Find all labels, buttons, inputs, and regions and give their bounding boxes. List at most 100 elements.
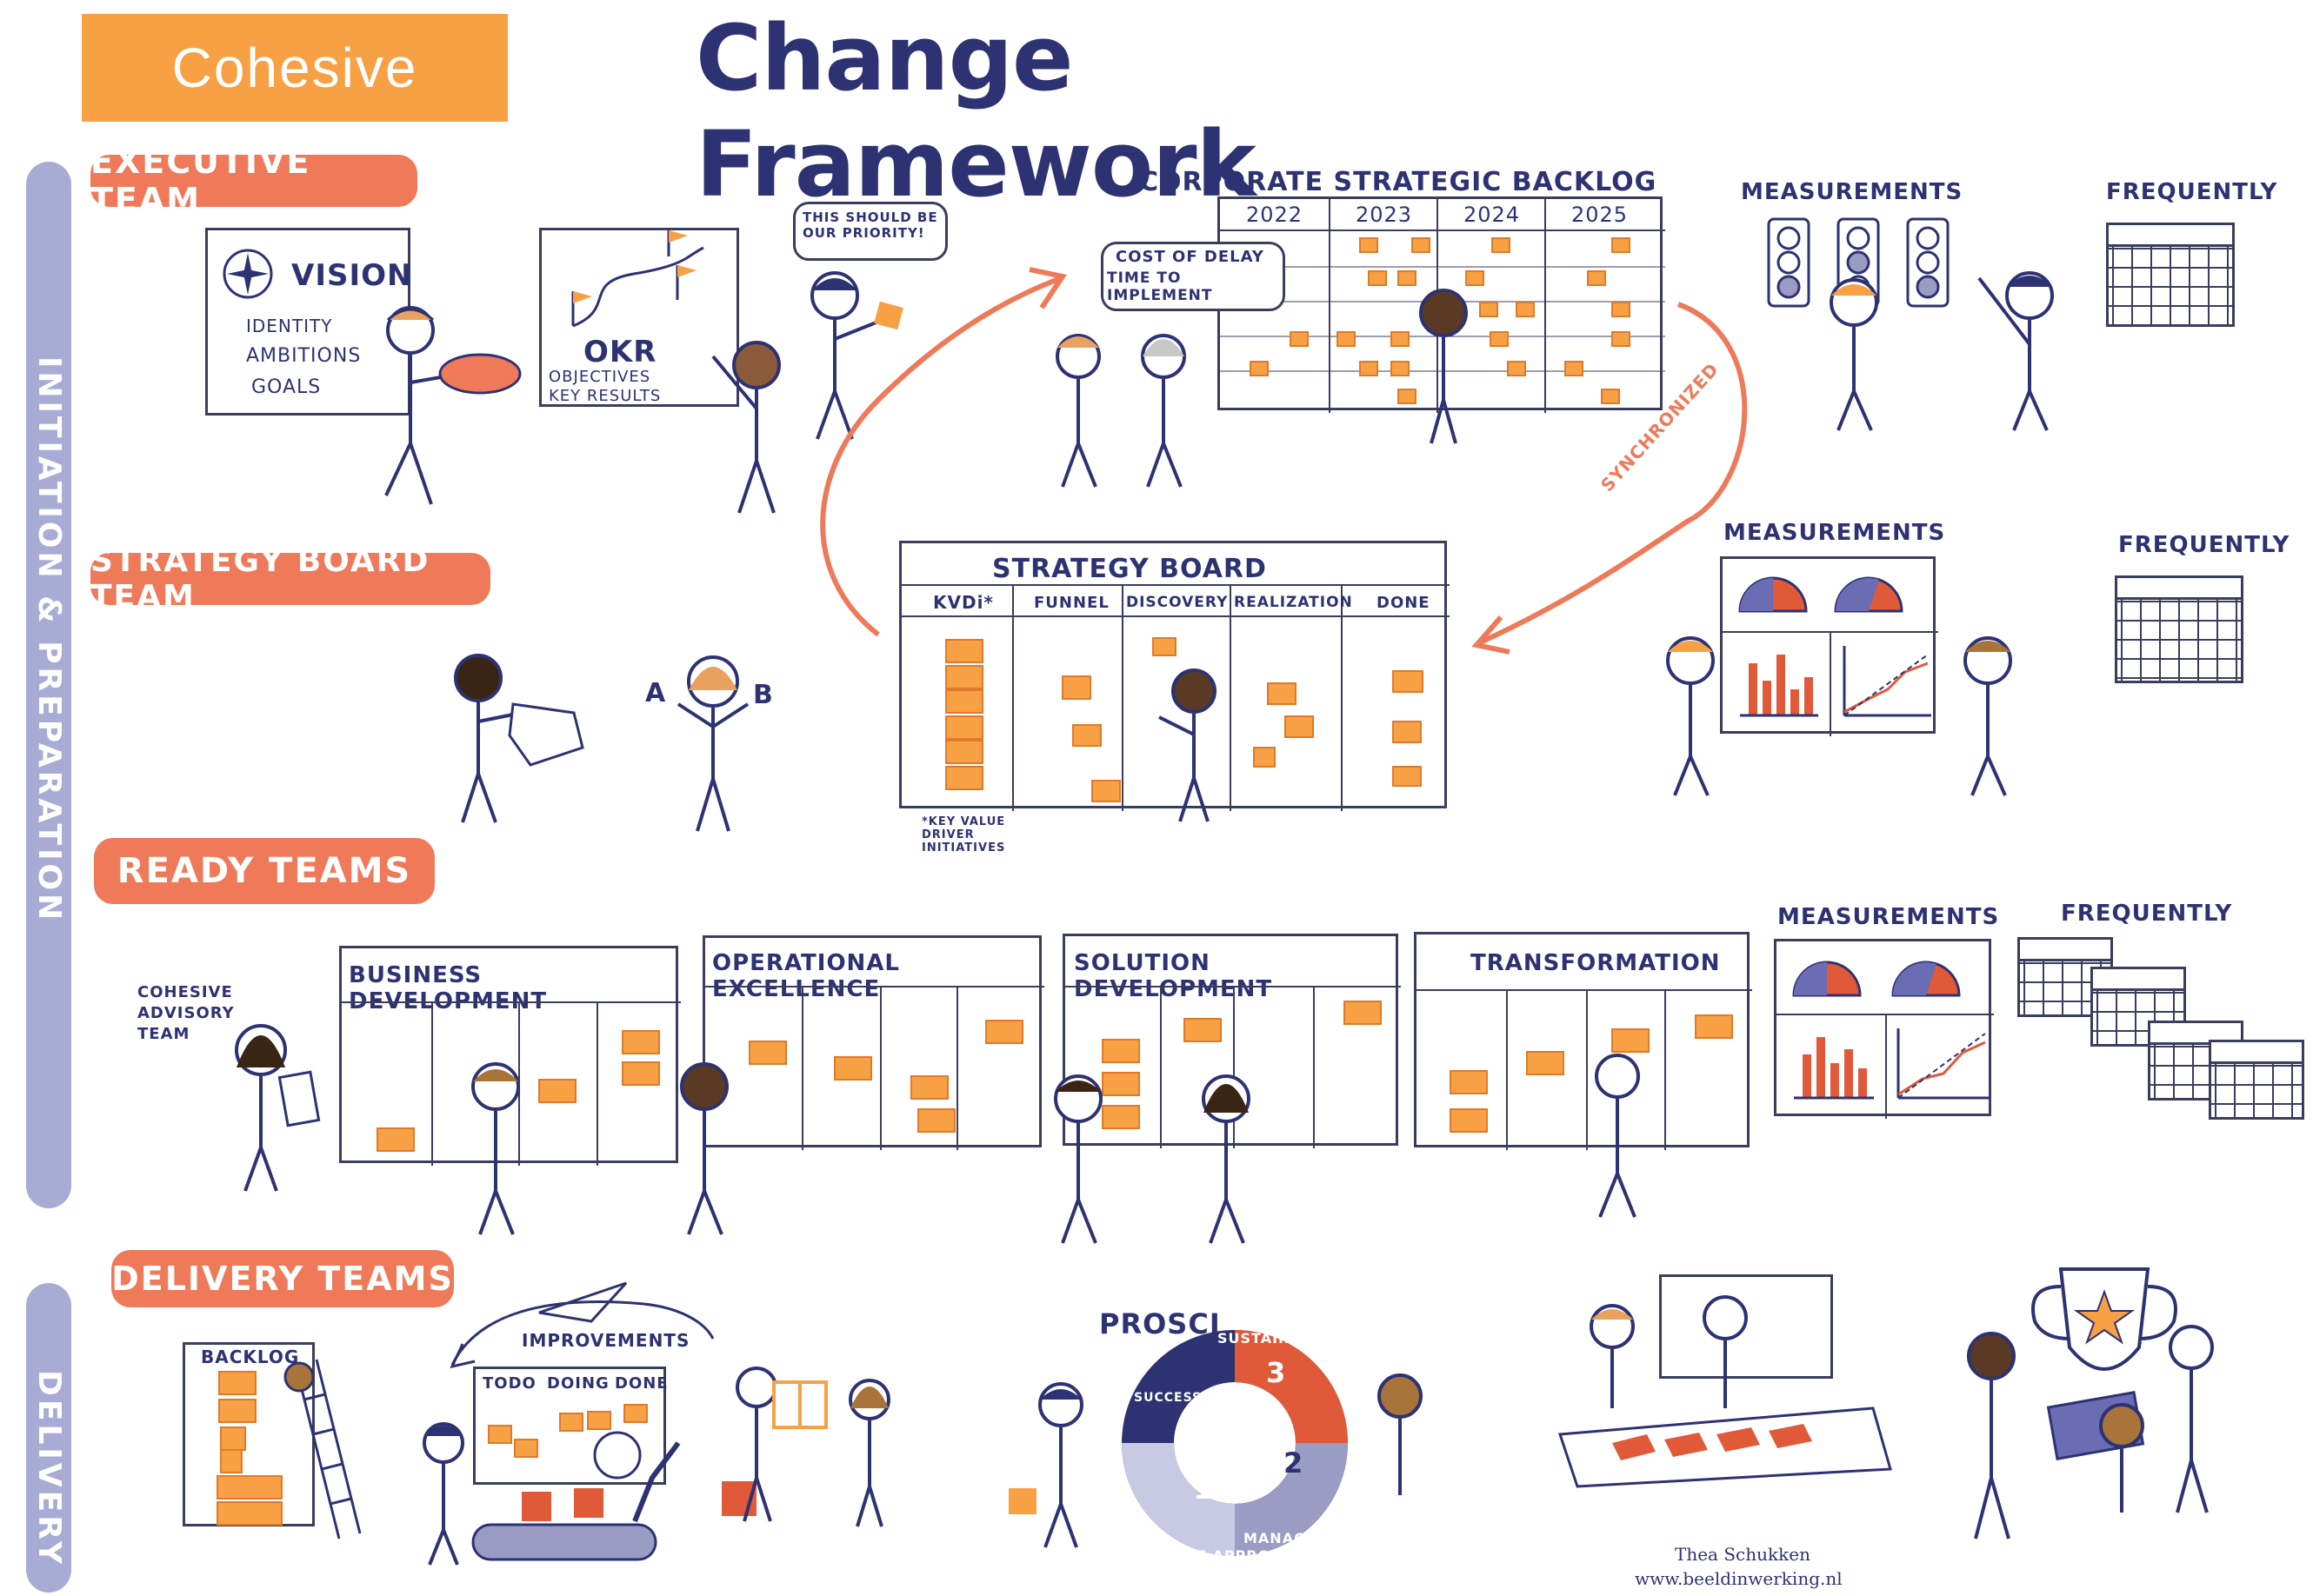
board-title: TRANSFORMATION <box>1470 950 1721 976</box>
phase-label-delivery: DELIVERY <box>31 1370 67 1568</box>
strategy-board-grid <box>902 584 1450 811</box>
improvements-label: IMPROVEMENTS <box>522 1330 690 1351</box>
sticky-note <box>945 689 983 714</box>
ready-board-operational-excellence: OPERATIONAL EXCELLENCE <box>703 935 1044 1150</box>
measurement-people <box>1830 271 2054 431</box>
sticky-note <box>623 1404 648 1423</box>
cost-of-delay-text: COST OF DELAY <box>1116 248 1264 266</box>
sticky-note <box>1183 1018 1222 1042</box>
person-strategy-board <box>1158 668 1216 822</box>
sticky-note <box>1601 389 1620 404</box>
cohesive-logo: Cohesive <box>82 14 508 122</box>
sticky-note <box>1397 389 1416 404</box>
frequently-label-3: FREQUENTLY <box>2061 901 2233 927</box>
sticky-note <box>488 1425 512 1444</box>
board-title: SOLUTION DEVELOPMENT <box>1074 950 1273 1002</box>
team-table-scene <box>1557 1295 1892 1488</box>
sticky-note <box>1611 302 1630 317</box>
sticky-note <box>834 1056 872 1081</box>
sticky-note <box>1611 331 1630 347</box>
strategy-board-team-pill: STRATEGY BOARD TEAM <box>90 543 490 615</box>
sticky-note <box>945 740 983 764</box>
priority-speech-bubble: THIS SHOULD BE OUR PRIORITY! <box>793 202 948 261</box>
sticky-note <box>1479 302 1498 317</box>
okr-objectives: OBJECTIVES <box>549 368 651 386</box>
sticky-note <box>1390 361 1410 376</box>
flags-path-icon <box>571 230 704 328</box>
paper-plane-arrow <box>450 1281 715 1369</box>
sticky-note <box>1102 1039 1140 1063</box>
phase-label-initiation: INITIATION & PREPARATION <box>31 356 67 924</box>
year-2024: 2024 <box>1463 203 1521 227</box>
sticky-note <box>1091 780 1121 802</box>
done-label: DONE <box>615 1374 669 1393</box>
calendar-icon <box>2090 967 2186 1047</box>
okr-key-results: KEY RESULTS <box>549 387 662 405</box>
prosci-success: SUCCESS <box>1134 1391 1203 1405</box>
person-priority <box>810 271 903 440</box>
board-columns <box>705 986 1044 1150</box>
advisory-team-label: COHESIVE ADVISORY TEAM <box>137 983 235 1043</box>
logo-text: Cohesive <box>171 37 418 99</box>
sticky-note <box>217 1475 283 1500</box>
measurements-dashboard-2 <box>1774 939 1994 1119</box>
column-funnel: FUNNEL <box>1034 594 1110 612</box>
prosci-prepare: PREPARE APPROACH <box>1130 1547 1306 1564</box>
sticky-note <box>1343 1001 1382 1025</box>
sticky-note <box>1392 721 1422 743</box>
sticky-note <box>1587 270 1606 286</box>
page-title: Change Framework <box>696 5 1256 217</box>
sticky-note <box>1611 1028 1650 1053</box>
sticky-note <box>1267 682 1296 705</box>
measurements-dashboard-1 <box>1720 556 1938 736</box>
sticky-note <box>1411 237 1430 253</box>
trophy-celebration <box>1967 1267 2214 1539</box>
year-2025: 2025 <box>1571 203 1629 227</box>
okr-board: OKR OBJECTIVES KEY RESULTS <box>539 228 739 407</box>
prosci-people <box>1009 1373 1423 1548</box>
person-deciding <box>677 655 750 832</box>
sticky-note <box>1392 670 1423 693</box>
ready-teams-pill: READY TEAMS <box>94 838 435 904</box>
backlog-people <box>1056 334 1186 488</box>
time-to-implement-text: TIME TO IMPLEMENT <box>1107 269 1213 304</box>
backlog-label: BACKLOG <box>201 1347 300 1367</box>
sticky-note <box>377 1127 415 1152</box>
vision-item-goals: GOALS <box>251 376 322 398</box>
sticky-note <box>1284 715 1314 738</box>
sticky-note <box>1072 724 1102 747</box>
column-done: DONE <box>1376 594 1430 612</box>
sticky-note <box>910 1075 949 1100</box>
vision-board: VISION IDENTITY AMBITIONS GOALS <box>205 228 413 416</box>
executive-team-pill: EXECUTIVE TEAM <box>90 143 417 219</box>
prosci-label: PROSCI <box>1099 1307 1221 1340</box>
measurements-label-3: MEASUREMENTS <box>1777 904 2000 930</box>
board-columns <box>1416 989 1752 1150</box>
dashboard-chart-icon <box>1723 576 1938 736</box>
todo-label: TODO <box>483 1374 537 1393</box>
sticky-note <box>945 665 983 689</box>
column-kvdi: KVDi* <box>933 592 994 613</box>
ready-board-transformation: TRANSFORMATION <box>1414 932 1752 1150</box>
compass-icon <box>223 249 273 299</box>
vision-title: VISION <box>291 258 413 293</box>
delivery-teams-pill: DELIVERY TEAMS <box>111 1250 454 1307</box>
doing-label: DOING <box>547 1374 610 1393</box>
person-backlog <box>1419 289 1468 444</box>
sticky-note <box>1491 237 1510 253</box>
year-2023: 2023 <box>1356 203 1413 227</box>
year-2022: 2022 <box>1246 203 1303 227</box>
sticky-note <box>1359 237 1378 253</box>
board-title: OPERATIONAL EXCELLENCE <box>712 950 901 1002</box>
sticky-note <box>1450 1070 1488 1094</box>
prosci-manage: MANAGE CHANGE <box>1243 1530 1393 1546</box>
sticky-note <box>1253 747 1276 768</box>
calendar-icon <box>2115 575 2243 683</box>
okr-title: OKR <box>583 335 657 369</box>
signature-site: www.beeldinwerking.nl <box>1635 1568 1843 1589</box>
sticky-note <box>917 1108 956 1133</box>
ready-board-solution-development: SOLUTION DEVELOPMENT <box>1063 934 1401 1148</box>
calendar-icon <box>2017 937 2113 1017</box>
feedback-arrow <box>820 267 1067 637</box>
cost-of-delay-bubble: COST OF DELAY TIME TO IMPLEMENT <box>1101 242 1285 311</box>
